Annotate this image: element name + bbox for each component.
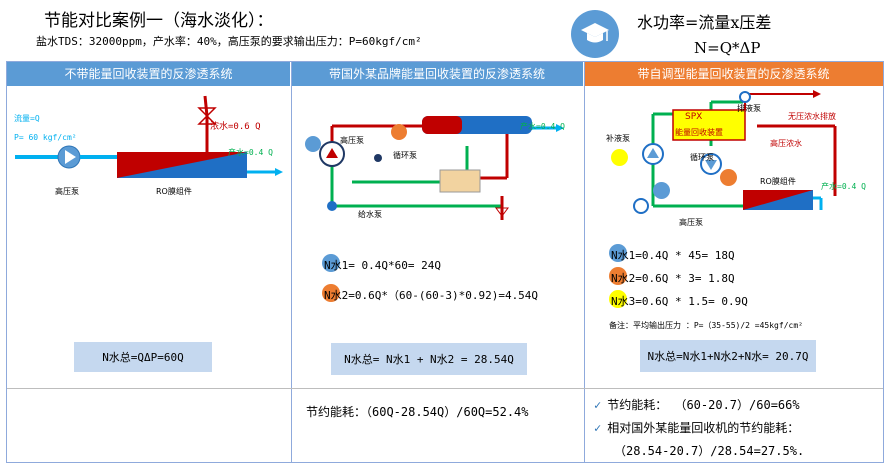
equation-box-3: N水总=N水1+N水2+N水= 20.7Q (640, 340, 816, 372)
column-header-3: 带自调型能量回收装置的反渗透系统 (584, 62, 883, 86)
saving-3a: ✓节约能耗： （60-20.7）/60=66% (594, 398, 800, 412)
product-label: 产水=0.4 Q (228, 148, 273, 157)
saving-2: 节约能耗：（60Q-28.54Q）/60Q=52.4% (306, 405, 529, 419)
n1-badge (322, 254, 340, 272)
n1-badge (305, 136, 321, 152)
equation-n3-3: N水3=0.6Q * 1.5= 0.9Q (611, 295, 748, 308)
diagram-foreign-recovery (319, 116, 564, 220)
brine-label: 浓水=0.6 Q (210, 122, 261, 132)
no-pressure-brine-label: 无压浓水排放 (788, 112, 836, 121)
column-divider (291, 62, 292, 462)
high-pump-label-3: 高压泵 (679, 218, 703, 227)
supplement-pump-label: 补液泵 (606, 134, 630, 143)
equation-n2-3: N水2=0.6Q * 3= 1.8Q (611, 272, 735, 285)
equation-box-2: N水总= N水1 + N水2 = 28.54Q (331, 343, 527, 375)
checkmark-icon: ✓ (594, 398, 602, 412)
note-3: 备注：平均输出压力 ：P=（35-55)/2 =45kgf/cm² (609, 321, 803, 330)
row-divider (7, 388, 883, 389)
membrane-label-3: RO膜组件 (760, 177, 796, 186)
n2-badge (609, 267, 627, 285)
high-pump-label: 高压泵 (340, 136, 364, 145)
feed-pump-label: 给水泵 (358, 210, 382, 219)
page-title: 节能对比案例一（海水淡化）： (44, 11, 274, 31)
column-header-2: 带国外某品牌能量回收装置的反渗透系统 (291, 62, 584, 86)
flow-label: 流量=Q (14, 114, 40, 123)
n2-badge (720, 169, 737, 186)
saving-3c: （28.54-20.7）/28.54=27.5%. (614, 444, 805, 458)
n3-badge (611, 149, 628, 166)
equation-box-1: N水总=QΔP=60Q (74, 342, 212, 372)
diagram-no-recovery (15, 95, 283, 178)
saving-3b: ✓相对国外某能量回收机的节约能耗： (594, 421, 800, 435)
circ-pump-label-3: 循环泵 (690, 153, 714, 162)
column-divider (584, 62, 585, 462)
checkmark-icon: ✓ (594, 421, 602, 435)
circ-pump-label: 循环泵 (393, 151, 417, 160)
graduation-cap-icon (571, 10, 619, 58)
formula-line1: 水功率=流量x压差 (637, 13, 772, 32)
n3-badge (609, 290, 627, 308)
page-subtitle: 盐水TDS：32000ppm，产水率：40%，高压泵的要求输出压力：P=60kg… (36, 35, 422, 48)
equation-n1-3: N水1=0.4Q * 45= 18Q (611, 249, 735, 262)
n2-badge (391, 124, 407, 140)
n1-badge (609, 244, 627, 262)
discharge-pump-label: 排液泵 (737, 104, 761, 113)
diagram-self-adjusting (633, 90, 837, 214)
high-brine-label: 高压浓水 (770, 139, 802, 148)
n2-badge (322, 284, 340, 302)
n1-badge (653, 182, 670, 199)
pump-label: 高压泵 (55, 187, 79, 196)
column-header-1: 不带能量回收装置的反渗透系统 (7, 62, 291, 86)
equation-n2: N水2=0.6Q*（60-(60-3)*0.92)=4.54Q (324, 289, 539, 302)
spx-line2: 能量回收装置 (675, 128, 723, 137)
pressure-label: P= 60 kgf/cm² (14, 133, 77, 142)
equation-n1: N水1= 0.4Q*60= 24Q (324, 259, 441, 272)
product-label-2: 产水=0.4 Q (520, 122, 565, 131)
product-label-3: 产水=0.4 Q (821, 182, 866, 191)
comparison-table (6, 61, 884, 463)
membrane-label: RO膜组件 (156, 187, 192, 196)
spx-line1: SPX (685, 112, 703, 122)
formula-line2: N=Q*ΔP (694, 39, 761, 57)
